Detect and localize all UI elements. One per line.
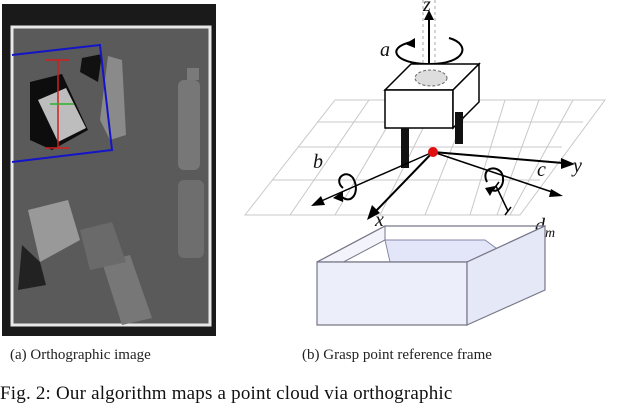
gripper-finger-left [401, 128, 409, 168]
bin-front-face [316, 261, 468, 326]
rotation-b-label: b [313, 151, 323, 173]
rotation-c-label: c [537, 159, 546, 181]
object-center-low [80, 222, 126, 270]
b-rotation-axis [318, 151, 434, 203]
y-axis-label: y [571, 155, 582, 177]
figure-body-text: Fig. 2: Our algorithm maps a point cloud… [0, 383, 453, 404]
object-left-bottom-shadow [18, 245, 46, 290]
object-right-small [187, 68, 199, 80]
object-right-mid [178, 180, 204, 258]
y-axis-arrowhead [561, 158, 575, 169]
gripper-front-face [384, 89, 454, 129]
orthographic-image [2, 4, 216, 336]
object-left-bottom [28, 200, 80, 262]
caption-a: (a) Orthographic image [10, 347, 151, 363]
c-rotation-axis-arrowhead [549, 189, 563, 197]
selected-object [38, 88, 86, 142]
grasp-point [428, 147, 438, 157]
rotation-a-label: a [380, 39, 390, 61]
object-top-shadow [80, 54, 102, 82]
rotation-c-arrowhead [485, 186, 495, 196]
object-top-center [100, 56, 126, 140]
z-axis-arrowhead [424, 10, 434, 20]
y-axis [432, 151, 564, 164]
object-right-top [178, 80, 200, 170]
b-rotation-axis-arrowhead [311, 196, 325, 206]
x-axis-label: x [374, 209, 384, 231]
bin-boundary [10, 25, 212, 327]
x-axis [374, 151, 434, 213]
gripper-finger-right [455, 112, 463, 144]
rotation-b-arc [338, 173, 357, 201]
x-axis-arrowhead [367, 205, 380, 220]
distance-line [495, 185, 509, 212]
z-axis-label: z [422, 0, 431, 16]
rotation-a-arrowhead [405, 38, 415, 48]
bin-side-face [466, 225, 546, 326]
rotation-b-arrowhead [333, 191, 343, 202]
c-rotation-axis [432, 151, 556, 194]
bounding-box [11, 43, 114, 163]
caption-b: (b) Grasp point reference frame [302, 347, 492, 363]
gripper-top-ellipse [414, 69, 448, 87]
object-center-bottom [102, 255, 152, 325]
grasp-reference-frame: z a y x b c dm [243, 0, 606, 326]
